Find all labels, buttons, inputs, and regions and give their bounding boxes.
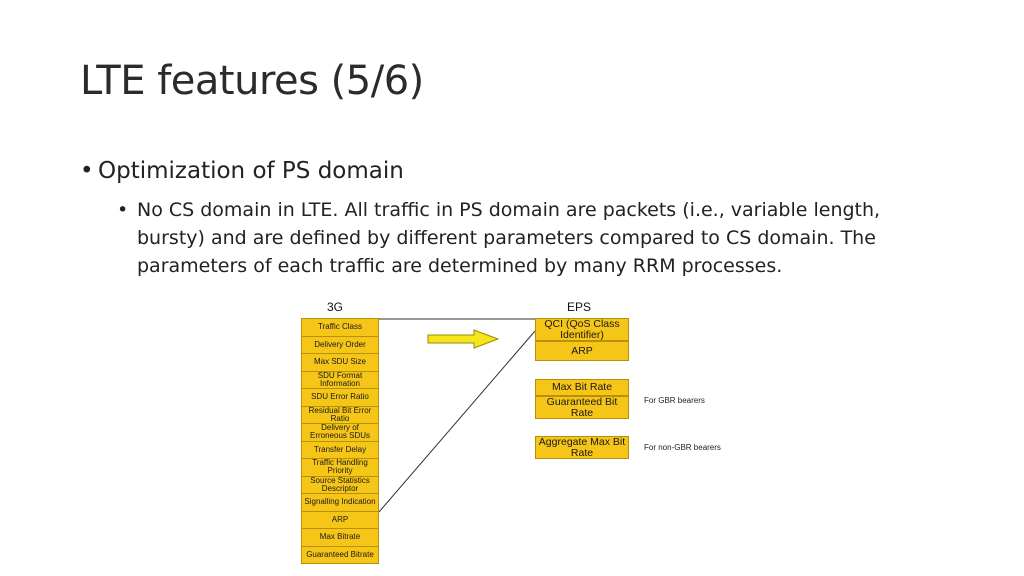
3g-param-cell: SDU Error Ratio [301,388,379,407]
3g-param-cell: Traffic Class [301,318,379,337]
arrow-icon [427,329,500,349]
3g-param-cell: SDU Format Information [301,370,379,389]
bullet-dot: • [80,158,94,184]
3g-param-cell: Residual Bit Error Ratio [301,405,379,424]
eps-param-cell: QCI (QoS Class Identifier) [535,318,629,341]
note-non-gbr: For non-GBR bearers [644,443,721,452]
3g-param-cell: Signalling Indication [301,493,379,512]
3g-param-cell: Traffic Handling Priority [301,458,379,477]
slide-title: LTE features (5/6) [80,58,424,104]
3g-param-cell: Guaranteed Bitrate [301,545,379,564]
eps-param-cell: Guaranteed Bit Rate [535,396,629,419]
3g-param-cell: Max Bitrate [301,528,379,547]
connector-diagonal [378,330,536,513]
bullet-level2-text: No CS domain in LTE. All traffic in PS d… [137,199,881,277]
3g-param-cell: Delivery Order [301,335,379,354]
3g-param-cell: Source Statistics Descriptor [301,475,379,494]
right-column-header: EPS [567,300,592,314]
bullet-level1-text: Optimization of PS domain [98,158,404,184]
eps-param-cell: Max Bit Rate [535,379,629,396]
3g-param-cell: ARP [301,510,379,529]
3g-param-cell: Transfer Delay [301,440,379,459]
left-column-header: 3G [327,300,344,314]
eps-param-cell: Aggregate Max Bit Rate [535,436,629,459]
3g-param-cell: Delivery of Erroneous SDUs [301,423,379,442]
3g-param-cell: Max SDU Size [301,353,379,372]
note-gbr: For GBR bearers [644,396,705,405]
eps-param-cell: ARP [535,341,629,361]
bullet-dot: • [117,199,129,221]
